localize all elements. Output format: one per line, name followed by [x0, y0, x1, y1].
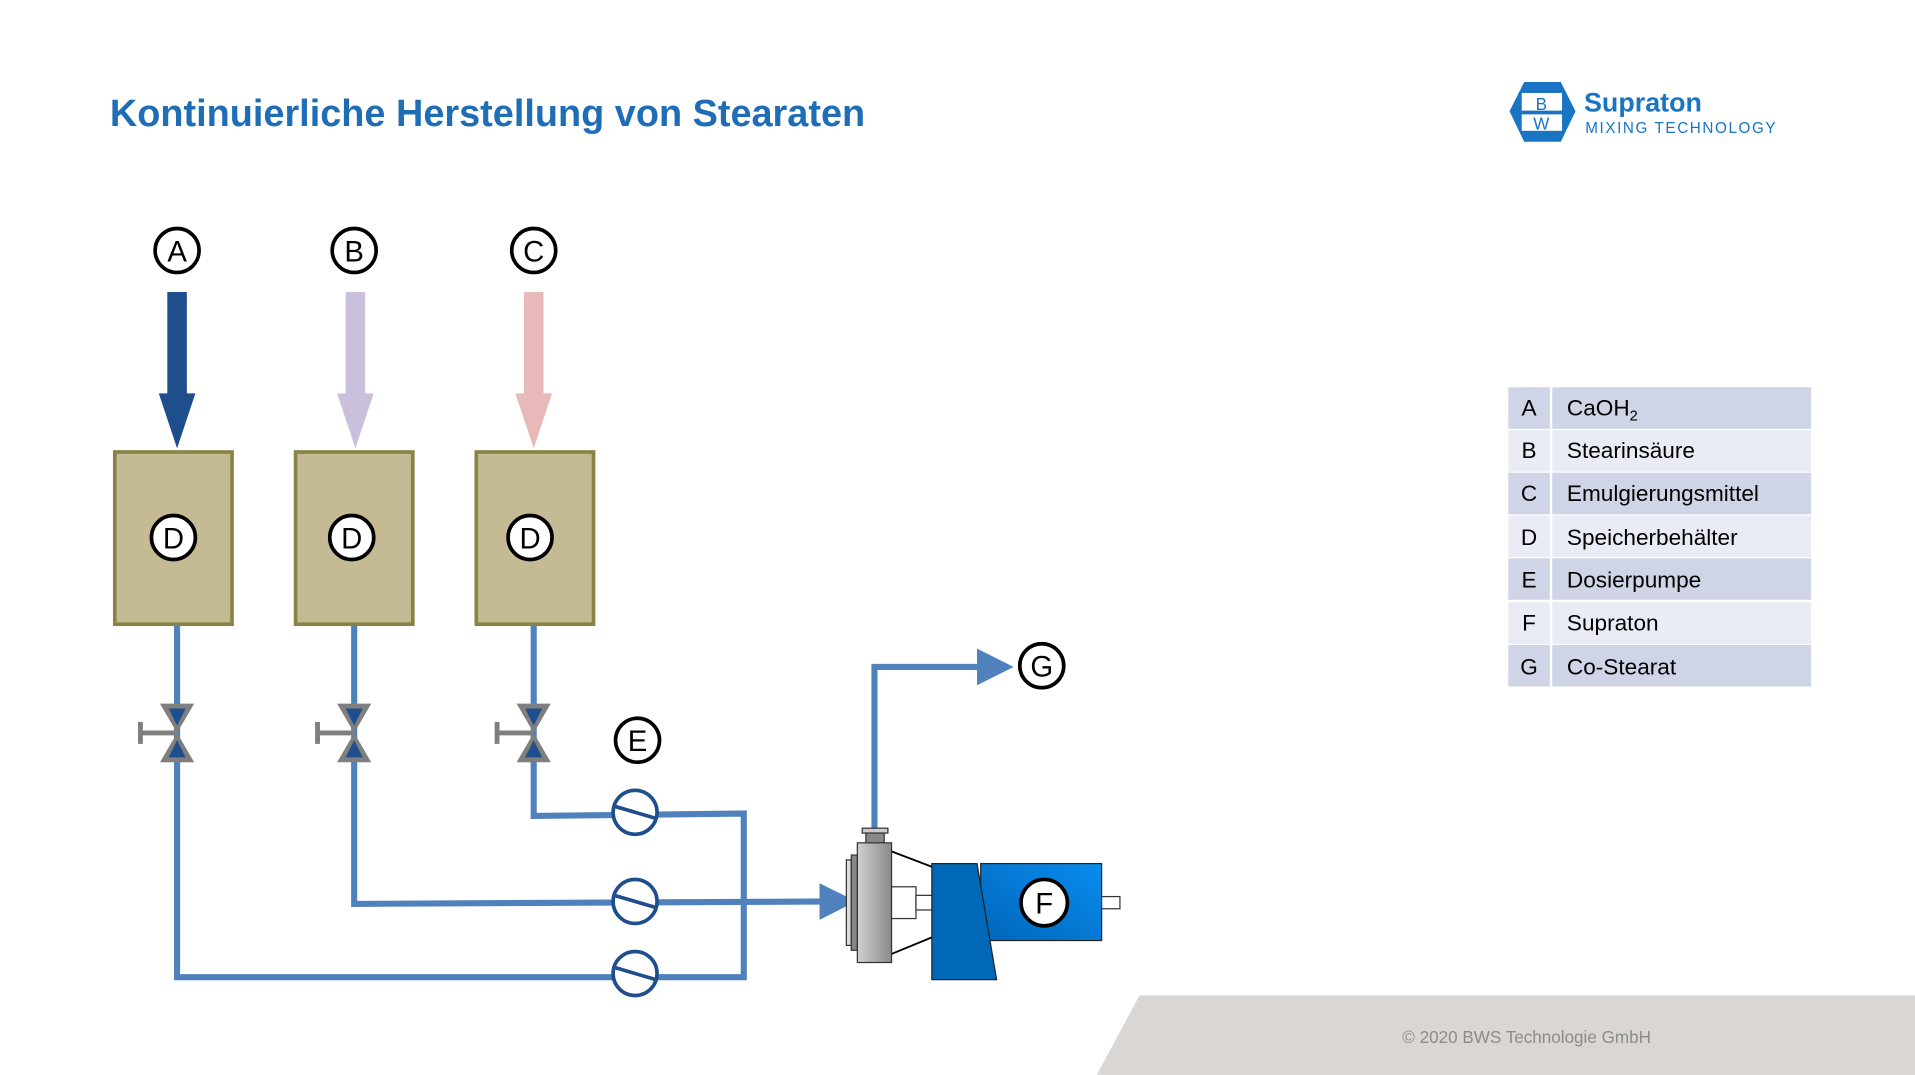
legend-row: G Co-Stearat: [1508, 644, 1812, 687]
svg-text:Emulgierungsmittel: Emulgierungsmittel: [1567, 481, 1759, 506]
label-c: C: [509, 226, 558, 275]
supraton-machine: [845, 827, 1121, 981]
label-f: F: [1019, 877, 1070, 928]
svg-text:B: B: [1536, 95, 1547, 114]
legend-row: B Stearinsäure: [1508, 430, 1812, 472]
valves: [138, 703, 551, 763]
svg-text:A: A: [1522, 395, 1538, 420]
svg-text:C: C: [1521, 481, 1537, 506]
supraton-logo: B W Supraton MIXING TECHNOLOGY: [1509, 81, 1777, 142]
svg-text:D: D: [341, 522, 362, 555]
footer-band: [1096, 995, 1915, 1075]
label-d: D: [327, 513, 376, 562]
svg-text:Co-Stearat: Co-Stearat: [1567, 654, 1677, 679]
svg-text:C: C: [523, 235, 544, 268]
label-d: D: [149, 513, 198, 562]
svg-text:Supraton: Supraton: [1567, 610, 1659, 635]
label-a: A: [153, 226, 201, 275]
svg-text:D: D: [519, 522, 540, 555]
label-circles: A B C D D D E F G: [149, 226, 1070, 928]
svg-text:Speicherbehälter: Speicherbehälter: [1567, 525, 1738, 550]
label-e: E: [613, 716, 662, 765]
svg-text:B: B: [344, 235, 364, 268]
input-arrows: [158, 292, 553, 449]
legend-row: A CaOH2: [1508, 387, 1812, 429]
label-d: D: [506, 513, 554, 562]
svg-text:Stearinsäure: Stearinsäure: [1567, 438, 1695, 463]
svg-text:E: E: [1522, 568, 1537, 593]
legend-row: F Supraton: [1508, 602, 1812, 644]
svg-text:F: F: [1522, 610, 1536, 635]
dosing-pumps: [611, 788, 659, 998]
svg-text:W: W: [1533, 115, 1550, 134]
svg-text:G: G: [1520, 654, 1538, 679]
svg-text:A: A: [167, 235, 187, 268]
svg-text:B: B: [1522, 438, 1537, 463]
svg-text:D: D: [163, 522, 184, 555]
page-title: Kontinuierliche Herstellung von Stearate…: [110, 93, 865, 135]
legend-row: D Speicherbehälter: [1508, 515, 1812, 558]
svg-text:D: D: [1521, 525, 1537, 550]
logo-tagline: MIXING TECHNOLOGY: [1585, 120, 1777, 137]
legend-row: C Emulgierungsmittel: [1508, 472, 1812, 515]
svg-text:G: G: [1030, 651, 1053, 684]
label-b: B: [330, 226, 378, 275]
copyright: © 2020 BWS Technologie GmbH: [1402, 1028, 1651, 1047]
logo-name: Supraton: [1584, 87, 1702, 117]
legend-row: E Dosierpumpe: [1508, 558, 1812, 600]
svg-text:F: F: [1035, 888, 1053, 921]
legend-table: A CaOH2 B Stearinsäure C Emulgierungsmittel…: [1508, 387, 1812, 687]
svg-text:Dosierpumpe: Dosierpumpe: [1567, 568, 1701, 593]
svg-text:CaOH2: CaOH2: [1567, 395, 1638, 424]
label-g: G: [1017, 641, 1066, 690]
svg-text:E: E: [628, 725, 648, 758]
